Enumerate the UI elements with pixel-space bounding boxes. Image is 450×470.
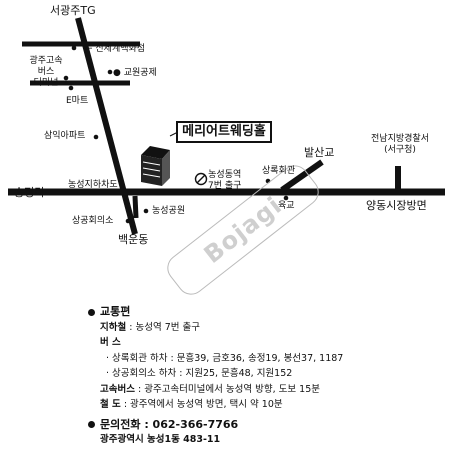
label-gongje: ● 교원공제 bbox=[113, 68, 157, 78]
park-dot bbox=[143, 208, 149, 214]
bus-row: 버 스 bbox=[100, 337, 121, 348]
venue-label: 메리어트웨딩홀 bbox=[176, 121, 272, 143]
bullet-icon bbox=[88, 308, 95, 316]
transport-heading: 교통편 bbox=[88, 304, 438, 320]
transport-info: 교통편 지하철 : 농성역 7번 출구 버 스 · 상록회관 하차 : 문흥39… bbox=[88, 304, 438, 448]
rail-row: 철 도 : 광주역에서 농성역 방면, 택시 약 10분 bbox=[100, 399, 283, 410]
gongje-dot bbox=[107, 69, 113, 75]
terminal-dot bbox=[63, 75, 69, 81]
bus-line-2: · 상공회의소 하차 : 지원25, 문흥48, 지원152 bbox=[106, 368, 293, 379]
label-nongseong-park: 농성공원 bbox=[152, 206, 186, 216]
shinsegae-dot bbox=[71, 45, 77, 51]
phone-row: 문의전화 : 062-366-7766 bbox=[88, 417, 438, 433]
label-baegundong: 백운동 bbox=[118, 233, 149, 246]
label-balsangyo: 발산교 bbox=[304, 146, 335, 159]
bullet-icon bbox=[88, 421, 95, 428]
balsan-bridge-road bbox=[280, 159, 324, 193]
label-yangdong: 양동시장방면 bbox=[366, 199, 427, 212]
shinsegae-arrow: ← bbox=[85, 44, 96, 54]
label-nongseong-underpass: 농성지하차도 bbox=[68, 180, 118, 190]
baegun-stub-road bbox=[132, 195, 139, 219]
label-prosecutor: 전남지방경찰서 (서구청) bbox=[371, 134, 429, 155]
address-row: 광주광역시 농성1동 483-11 bbox=[100, 434, 221, 445]
label-sangrok-hall: 상록회관 bbox=[262, 166, 296, 176]
label-nongseong-station: 농성동역 7번 출구 bbox=[208, 170, 242, 191]
gongje-marker: ● bbox=[113, 68, 124, 78]
yukgyo-dot bbox=[283, 195, 289, 201]
label-emart: E마트 bbox=[66, 96, 89, 106]
label-sanggong: 상공회의소 bbox=[72, 216, 114, 226]
wedding-hall-building-icon bbox=[141, 146, 170, 186]
sangrok-dot bbox=[265, 178, 271, 184]
label-yukgyo: 육교 bbox=[278, 201, 295, 211]
map-canvas bbox=[8, 17, 445, 235]
express-row: 고속버스 : 광주고속터미널에서 농성역 방향, 도보 15분 bbox=[100, 383, 320, 395]
bus-line-1: · 상록회관 하차 : 문흥39, 금호36, 송정19, 봉선37, 1187 bbox=[106, 352, 344, 364]
sanggong-dot bbox=[125, 218, 131, 224]
label-shinsegae: ← 신세계백화점 bbox=[85, 44, 146, 54]
samik-dot bbox=[93, 134, 99, 140]
label-songjeong: 송정리 bbox=[14, 186, 45, 199]
subway-station-icon bbox=[194, 172, 208, 186]
main-diagonal-road bbox=[75, 17, 138, 235]
label-samik-apt: 삼익아파트 bbox=[44, 131, 86, 141]
label-north-station: 서광주TG bbox=[50, 4, 96, 17]
subway-row: 지하철 : 농성역 7번 출구 bbox=[100, 321, 200, 333]
label-bus-terminal: 광주고속 버스 터미널 bbox=[29, 56, 63, 88]
emart-dot bbox=[68, 85, 74, 91]
